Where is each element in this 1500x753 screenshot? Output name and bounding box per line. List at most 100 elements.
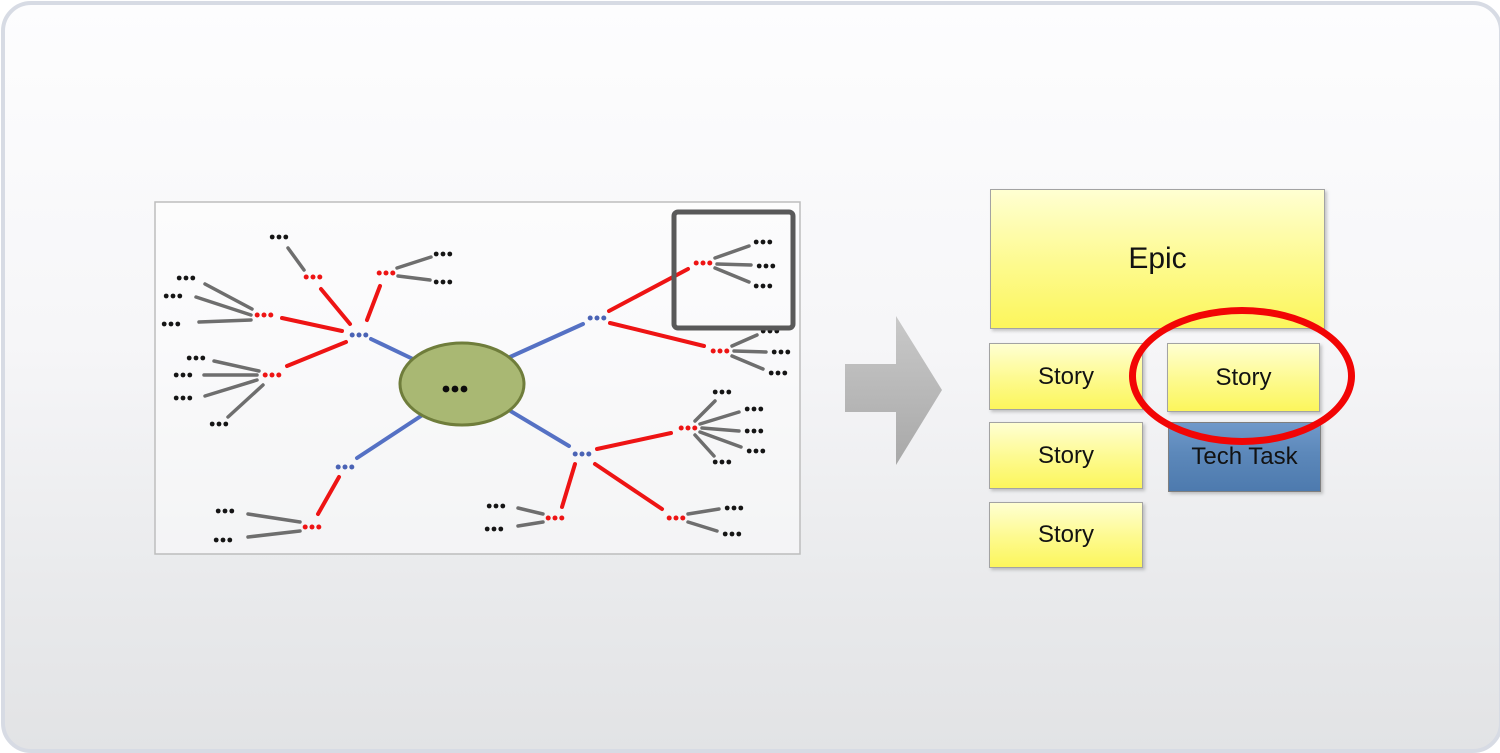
leaf-node-dots [731,505,737,511]
gray-branch-line [713,266,751,284]
center-topic-ellipse [398,341,526,427]
leaf-node-dots [447,279,453,285]
red-node-dots [383,270,389,276]
red-node-dots [666,515,672,521]
red-node-dots [707,260,713,266]
gray-branch-line [286,246,306,272]
leaf-node-dots [484,526,490,532]
leaf-node-dots [187,395,193,401]
leaf-node-dots [753,239,759,245]
gray-branch-line [698,430,743,449]
leaf-node-dots [176,275,182,281]
red-branch-line [595,431,673,451]
blue-node-dots [335,464,341,470]
leaf-node-dots [486,503,492,509]
red-branch-line [316,475,341,516]
center-topic-dots [451,385,459,393]
red-node-dots [700,260,706,266]
leaf-node-dots [736,531,742,537]
blue-branch-line [355,412,426,460]
leaf-node-dots [500,503,506,509]
blue-node-dots [349,464,355,470]
leaf-node-dots [760,239,766,245]
gray-branch-line [732,349,768,354]
red-node-dots [390,270,396,276]
highlight-square [671,209,796,331]
story-label: Story [1037,362,1094,390]
tech-task-label: Tech Task [1191,443,1298,470]
leaf-node-dots [200,355,206,361]
mindmap-diagram [154,201,942,555]
gray-branch-line [693,433,716,458]
gray-branch-line [246,529,302,539]
blue-node-dots [572,451,578,457]
gray-branch-line [203,378,259,398]
leaf-node-dots [440,279,446,285]
red-node-dots [316,524,322,530]
gray-branch-line [698,410,741,426]
leaf-node-dots [751,428,757,434]
leaf-node-dots [213,537,219,543]
red-node-dots [262,372,268,378]
leaf-node-dots [187,372,193,378]
leaf-node-dots [440,251,446,257]
blue-node-dots [356,332,362,338]
red-branch-line [365,284,382,322]
leaf-node-dots [722,531,728,537]
leaf-node-dots [283,234,289,240]
leaf-node-dots [163,293,169,299]
leaf-node-dots [768,370,774,376]
blue-node-dots [349,332,355,338]
leaf-node-dots [180,395,186,401]
red-node-dots [693,260,699,266]
blue-node-dots [594,315,600,321]
story-label: Story [1215,363,1272,391]
red-node-dots [673,515,679,521]
gray-branch-line [686,507,721,516]
leaf-node-dots [229,508,235,514]
story-label: Story [1037,521,1094,548]
leaf-node-dots [771,349,777,355]
leaf-node-dots [726,389,732,395]
leaf-node-dots [751,406,757,412]
blue-node-dots [363,332,369,338]
red-node-dots [261,312,267,318]
leaf-node-dots [775,370,781,376]
leaf-node-dots [719,459,725,465]
gray-branch-line [730,354,765,371]
leaf-node-dots [782,370,788,376]
red-branch-line [593,462,664,511]
gray-branch-line [713,244,751,260]
gray-branch-line [516,506,545,516]
leaf-node-dots [491,526,497,532]
leaf-node-dots [161,321,167,327]
blue-branch-line [369,337,417,362]
leaf-node-dots [767,239,773,245]
leaf-node-dots [177,293,183,299]
leaf-node-dots [767,283,773,289]
leaf-node-dots [276,234,282,240]
red-branch-line [560,462,577,509]
red-node-dots [545,515,551,521]
blue-node-dots [342,464,348,470]
blue-node-dots [587,315,593,321]
leaf-node-dots [493,503,499,509]
gray-branch-line [686,520,719,533]
gray-branch-line [226,383,265,419]
leaf-node-dots [180,372,186,378]
leaf-node-dots [190,275,196,281]
leaf-node-dots [719,389,725,395]
leaf-node-dots [209,421,215,427]
red-node-dots [310,274,316,280]
blue-branch-line [505,407,571,448]
leaf-node-dots [758,406,764,412]
red-branch-line [608,321,706,348]
leaf-node-dots [753,448,759,454]
leaf-node-dots [447,251,453,257]
gray-branch-line [212,359,261,373]
gray-branch-line [395,255,433,270]
gray-branch-line [197,318,253,324]
leaf-node-dots [220,537,226,543]
leaf-node-dots [760,283,766,289]
